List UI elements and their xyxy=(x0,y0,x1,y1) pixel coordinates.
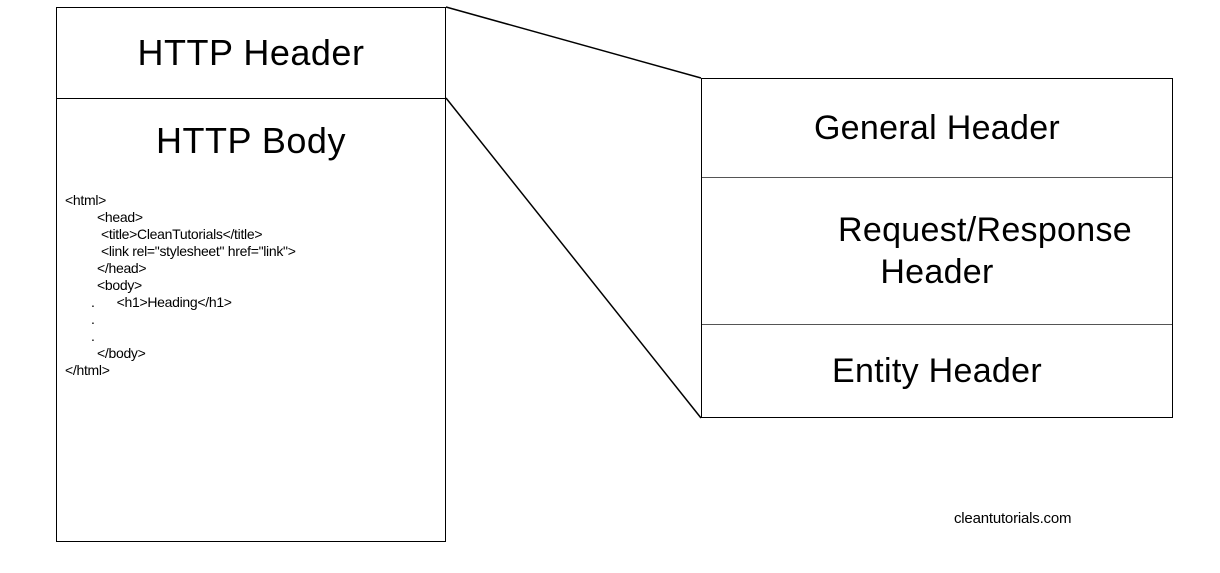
code-heading: <h1>Heading</h1> xyxy=(116,294,232,310)
general-header-row: General Header xyxy=(702,79,1172,178)
http-header-section: HTTP Header xyxy=(57,8,445,99)
code-line: <body> xyxy=(97,277,142,293)
request-response-label-line2: Header xyxy=(880,253,994,291)
code-line: <html> xyxy=(65,192,106,208)
code-line: </head> xyxy=(97,260,147,276)
code-line: </html> xyxy=(65,362,110,378)
http-header-label: HTTP Header xyxy=(137,32,365,73)
code-line: <title>CleanTutorials</title> xyxy=(101,226,263,242)
connector-bottom-line xyxy=(445,97,702,419)
entity-header-label: Entity Header xyxy=(832,352,1042,390)
html-code-sample: <html> <head> <title>CleanTutorials</tit… xyxy=(65,192,296,379)
entity-header-row: Entity Header xyxy=(702,325,1172,417)
request-response-label-line1: Request/Response xyxy=(838,211,1132,249)
code-line: . <h1>Heading</h1> xyxy=(65,294,296,311)
code-line: </body> xyxy=(97,345,146,361)
general-header-label: General Header xyxy=(813,109,1061,147)
code-line: . xyxy=(91,328,95,344)
connector-top-line xyxy=(445,6,702,79)
request-response-header-row: Request/Response Header xyxy=(702,178,1172,325)
code-line: <link rel="stylesheet" href="link"> xyxy=(101,243,296,259)
header-types-box: General Header Request/Response Header E… xyxy=(701,78,1173,418)
code-line: <head> xyxy=(97,209,143,225)
http-body-label: HTTP Body xyxy=(156,120,346,161)
watermark-text: cleantutorials.com xyxy=(954,510,1072,527)
code-line: . xyxy=(91,311,95,327)
http-message-box: HTTP Header HTTP Body <html> <head> <tit… xyxy=(56,7,446,542)
code-dot: . xyxy=(91,294,95,310)
